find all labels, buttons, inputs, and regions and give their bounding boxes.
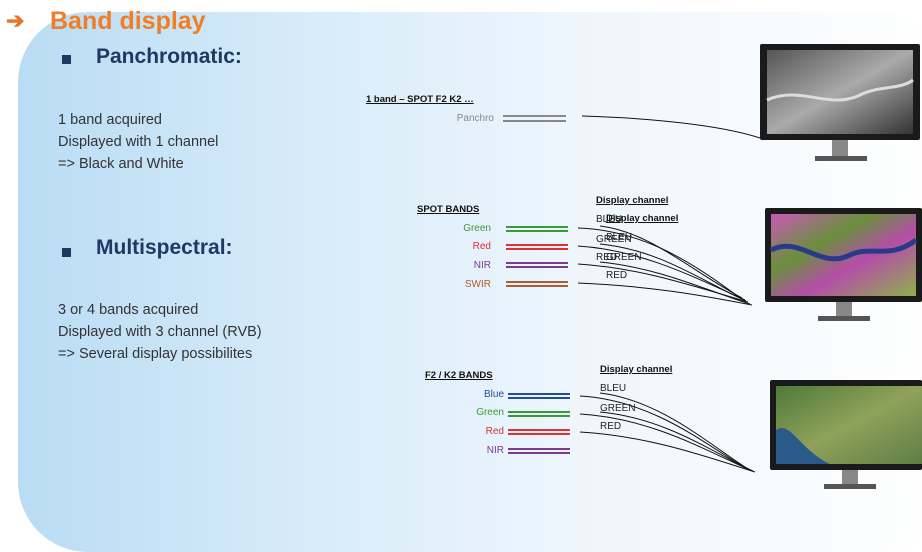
multi-line: Displayed with 3 channel (RVB) bbox=[58, 324, 262, 340]
band-label-blue: Blue bbox=[483, 389, 504, 400]
panchro-text: 1 band acquired Displayed with 1 channel… bbox=[58, 109, 218, 175]
display-channel-title: Display channel bbox=[600, 364, 673, 375]
channel-label-bleu: BLEU bbox=[596, 214, 623, 225]
multi-line: => Several display possibilites bbox=[58, 346, 253, 362]
monitor-natural-color bbox=[770, 380, 922, 489]
monitor-multispectral bbox=[765, 208, 922, 321]
display-channel-title: Display channel bbox=[596, 195, 669, 206]
channel-label-green: GREEN bbox=[600, 403, 636, 414]
band-label-panchro: Panchro bbox=[456, 113, 494, 124]
band-label-red: Red bbox=[485, 426, 504, 437]
monitor-panchro bbox=[760, 44, 920, 161]
arrow-icon: ➔ bbox=[6, 8, 25, 33]
panchro-line: => Black and White bbox=[58, 156, 184, 172]
channel-label-bleu: BLEU bbox=[606, 232, 633, 243]
panchro-line: Displayed with 1 channel bbox=[58, 134, 219, 150]
bullet-icon bbox=[62, 248, 71, 257]
display-channel-title-overlap: Display channel bbox=[606, 213, 679, 224]
panchro-band-bar bbox=[503, 115, 566, 122]
channel-label-green: GREEN bbox=[596, 234, 632, 245]
panchro-heading: Panchromatic: bbox=[96, 45, 242, 68]
band-label-green: Green bbox=[476, 407, 504, 418]
spot-connectors bbox=[577, 225, 753, 306]
band-label-green: Green bbox=[463, 223, 491, 234]
band-diagram bbox=[503, 44, 922, 489]
band-label-swir: SWIR bbox=[464, 279, 491, 290]
multi-text: 3 or 4 bands acquired Displayed with 3 c… bbox=[58, 299, 262, 365]
spot-bands-title: SPOT BANDS bbox=[417, 204, 480, 215]
channel-label-green: GREEN bbox=[606, 252, 642, 263]
channel-label-red: RED bbox=[600, 421, 622, 432]
page-title: Band display bbox=[50, 7, 206, 35]
band-label-nir: NIR bbox=[473, 260, 491, 271]
f2k2-bands-title: F2 / K2 BANDS bbox=[425, 370, 493, 381]
f2k2-connectors bbox=[579, 392, 756, 473]
connector-line bbox=[581, 115, 761, 139]
channel-label-red: RED bbox=[596, 252, 618, 263]
panchro-caption: 1 band – SPOT F2 K2 … bbox=[366, 94, 474, 105]
channel-label-red: RED bbox=[606, 270, 628, 281]
channel-label-bleu: BLEU bbox=[600, 383, 627, 394]
f2k2-band-bars bbox=[508, 393, 570, 454]
spot-band-bars bbox=[506, 226, 568, 287]
multi-heading: Multispectral: bbox=[96, 236, 233, 259]
panchro-line: 1 band acquired bbox=[58, 112, 162, 128]
multi-line: 3 or 4 bands acquired bbox=[58, 302, 199, 318]
band-label-nir: NIR bbox=[486, 445, 504, 456]
band-label-red: Red bbox=[472, 241, 491, 252]
bullet-icon bbox=[62, 55, 71, 64]
